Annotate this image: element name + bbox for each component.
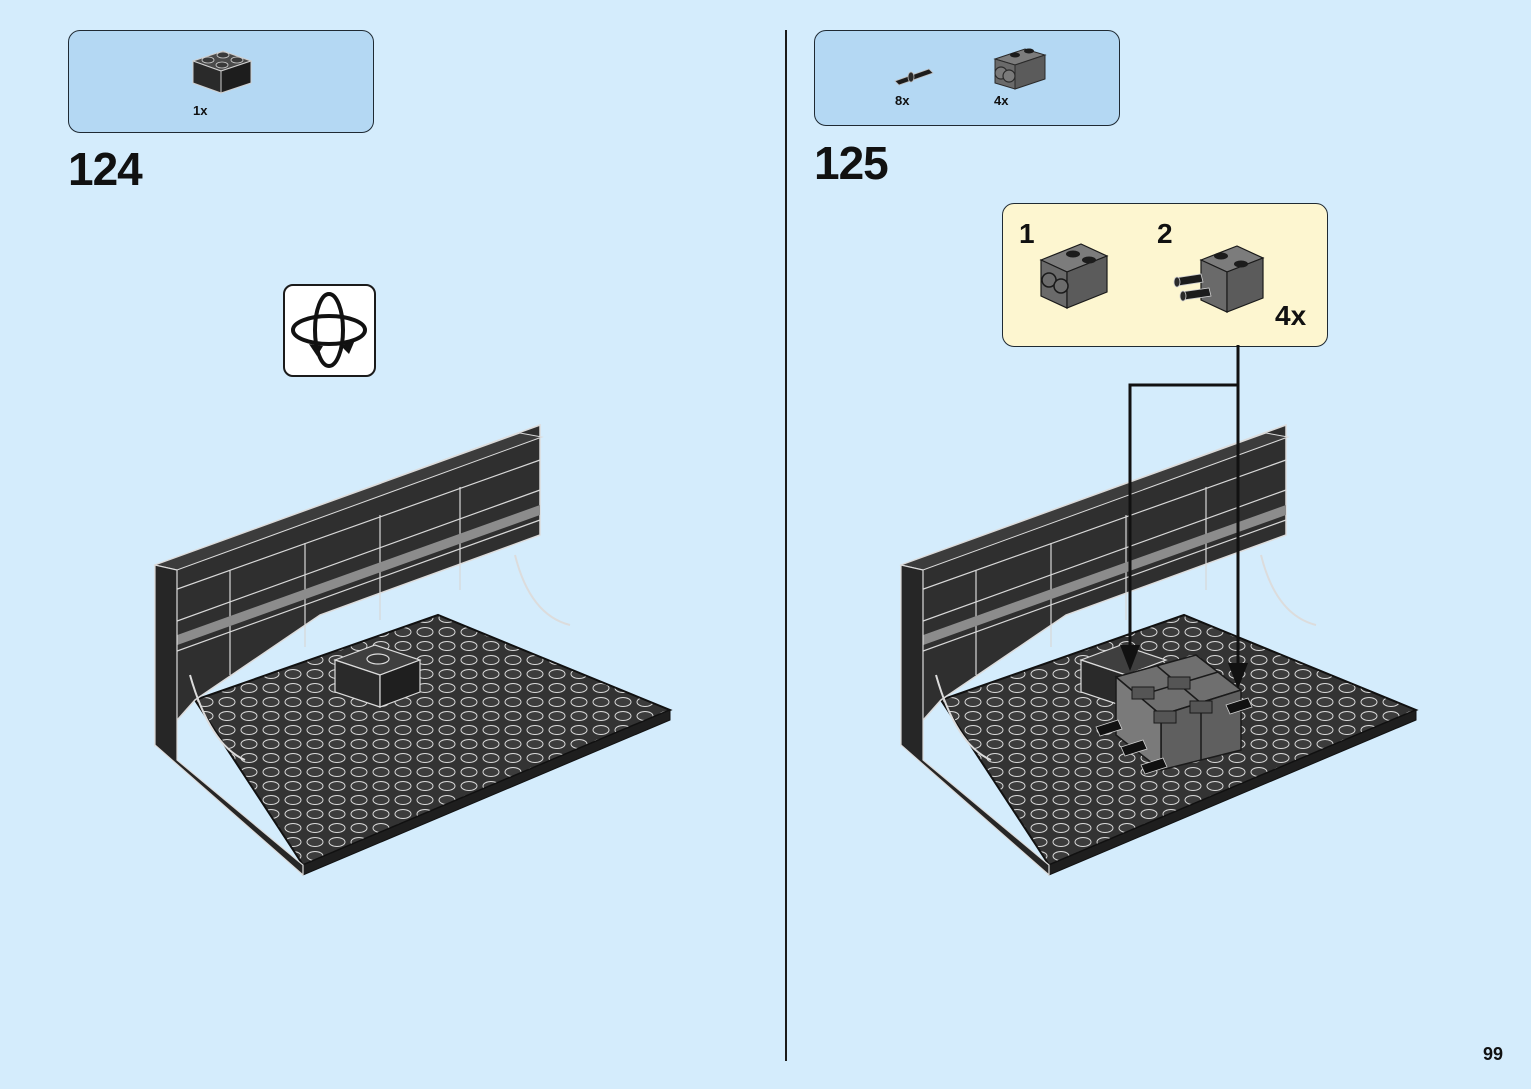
placement-arrows xyxy=(1120,345,1248,689)
rotate-model-box xyxy=(283,284,376,377)
technic-brick-with-pins-icon xyxy=(1173,245,1265,313)
subassembly-callout: 1 2 4x xyxy=(1002,203,1328,347)
part-quantity: 4x xyxy=(994,93,1009,108)
page-divider xyxy=(785,30,787,1061)
rotate-icon xyxy=(291,292,367,368)
sub-step-number: 1 xyxy=(1019,218,1035,249)
subassembly-multiplier: 4x xyxy=(1275,300,1307,331)
sub-step-number: 2 xyxy=(1157,218,1173,249)
part-quantity: 1x xyxy=(193,103,208,118)
brick-2x2-black-icon xyxy=(191,50,253,94)
placed-brick-2x2 xyxy=(333,644,422,708)
technic-brick-1x2-grey-icon xyxy=(1039,243,1109,309)
step-125-parts-box: 8x 4x xyxy=(814,30,1120,126)
step-124-parts-box: 1x xyxy=(68,30,374,133)
part-quantity: 8x xyxy=(895,93,910,108)
step-number: 125 xyxy=(814,137,889,189)
placed-technic-bricks xyxy=(1095,654,1253,775)
model-illustration-step-124 xyxy=(153,423,673,877)
technic-brick-1x2-grey-icon xyxy=(993,48,1047,90)
page-number: 99 xyxy=(1482,1044,1503,1064)
side-wall xyxy=(154,564,304,877)
model-illustration-step-125 xyxy=(899,423,1419,877)
technic-pin-black-icon xyxy=(894,68,934,86)
step-number: 124 xyxy=(68,143,143,195)
side-wall xyxy=(900,564,1050,877)
